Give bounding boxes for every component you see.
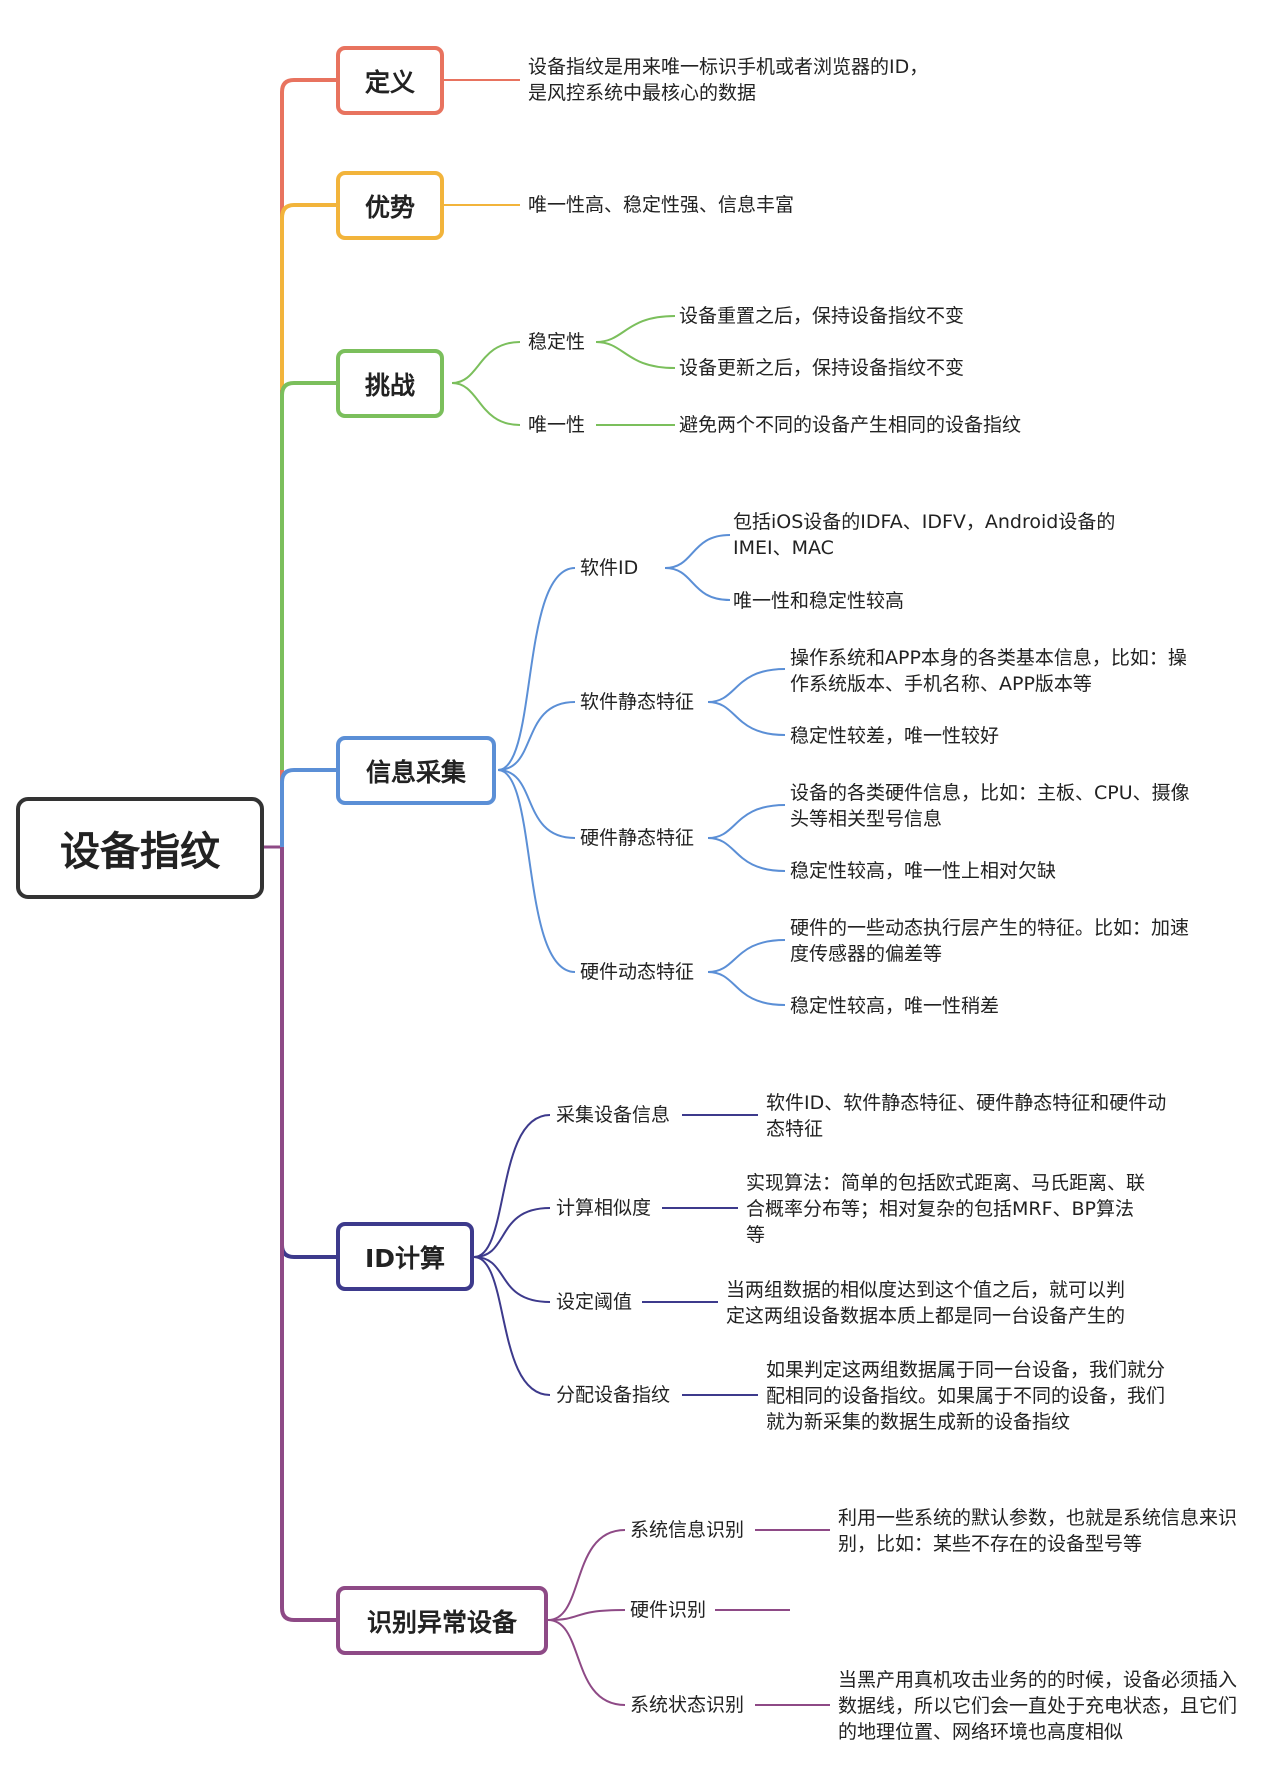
calc-similarity-label: 计算相似度 (556, 1197, 652, 1219)
anomaly-hardware-label: 硬件识别 (630, 1599, 707, 1621)
definition-text-line2: 是风控系统中最核心的数据 (528, 82, 757, 104)
link-calc-assign (473, 1256, 551, 1396)
link-softid-detail (664, 534, 731, 569)
softstatic-detail-line2: 作系统版本、手机名称、APP版本等 (790, 673, 1092, 695)
threshold-detail-line1: 当两组数据的相似度达到这个值之后，就可以判 (726, 1279, 1126, 1301)
root-node[interactable]: 设备指纹 (16, 797, 264, 899)
hwstatic-detail-line2: 头等相关型号信息 (790, 808, 943, 830)
definition-text-line1: 设备指纹是用来唯一标识手机或者浏览器的ID， (528, 56, 929, 78)
link-softstatic-note (707, 701, 786, 736)
branch-anomaly-label: 识别异常设备 (366, 1607, 517, 1637)
branch-collection-label: 信息采集 (365, 757, 466, 787)
spine-challenge (280, 381, 338, 770)
sysstate-detail-line2: 数据线，所以它们会一直处于充电状态，且它们 (838, 1695, 1238, 1717)
collect-detail-line1: 软件ID、软件静态特征、硬件静态特征和硬件动 (766, 1092, 1167, 1114)
link-collection-hwdynamic (497, 769, 576, 973)
spine-calculation (280, 847, 338, 1259)
link-challenge-uniqueness (451, 382, 521, 426)
branch-challenge-label: 挑战 (364, 370, 415, 400)
link-hwstatic-detail (707, 804, 786, 839)
branch-advantage-label: 优势 (364, 192, 415, 222)
challenge-stability-label: 稳定性 (528, 331, 586, 353)
uniqueness-item-1: 避免两个不同的设备产生相同的设备指纹 (679, 414, 1022, 436)
collection-softid-label: 软件ID (580, 557, 639, 579)
link-anomaly-sysstate (547, 1619, 626, 1706)
collection-hwstatic-label: 硬件静态特征 (580, 827, 695, 849)
link-softstatic-detail (707, 668, 786, 703)
link-hwdynamic-note (707, 971, 786, 1006)
hwdynamic-detail-line1: 硬件的一些动态执行层产生的特征。比如：加速 (790, 917, 1190, 939)
branch-calculation[interactable]: ID计算 (336, 1222, 474, 1291)
link-softid-note (664, 567, 731, 601)
assign-detail-line3: 就为新采集的数据生成新的设备指纹 (766, 1411, 1071, 1433)
link-hwdynamic-detail (707, 939, 786, 973)
sysinfo-detail-line2: 别，比如：某些不存在的设备型号等 (838, 1533, 1143, 1555)
softstatic-note: 稳定性较差，唯一性较好 (790, 725, 1000, 747)
collection-hwdynamic-label: 硬件动态特征 (580, 961, 695, 983)
hwstatic-detail-line1: 设备的各类硬件信息，比如：主板、CPU、摄像 (790, 782, 1190, 804)
assign-detail-line2: 配相同的设备指纹。如果属于不同的设备，我们 (766, 1385, 1166, 1407)
advantage-text: 唯一性高、稳定性强、信息丰富 (528, 194, 795, 216)
similarity-detail-line3: 等 (746, 1224, 766, 1246)
hwstatic-note: 稳定性较高，唯一性上相对欠缺 (790, 860, 1057, 882)
link-challenge-stability (451, 341, 521, 384)
anomaly-sysinfo-label: 系统信息识别 (630, 1519, 745, 1541)
spine-advantage (280, 203, 338, 390)
hwdynamic-note: 稳定性较高，唯一性稍差 (790, 995, 1000, 1017)
similarity-detail-line2: 合概率分布等；相对复杂的包括MRF、BP算法 (746, 1198, 1135, 1220)
hwdynamic-detail-line2: 度传感器的偏差等 (790, 943, 943, 965)
challenge-uniqueness-label: 唯一性 (528, 414, 586, 436)
sysstate-detail-line1: 当黑产用真机攻击业务的的时候，设备必须插入 (838, 1669, 1238, 1691)
branch-calculation-label: ID计算 (364, 1243, 446, 1273)
stability-item-2: 设备更新之后，保持设备指纹不变 (679, 357, 965, 379)
sysstate-detail-line3: 的地理位置、网络环境也高度相似 (838, 1721, 1124, 1743)
link-anomaly-hardware (547, 1609, 626, 1621)
stability-item-1: 设备重置之后，保持设备指纹不变 (679, 305, 965, 327)
softid-detail-line1: 包括iOS设备的IDFA、IDFV，Android设备的 (733, 511, 1116, 533)
branch-definition[interactable]: 定义 (336, 46, 444, 115)
collection-softstatic-label: 软件静态特征 (580, 691, 695, 713)
similarity-detail-line1: 实现算法：简单的包括欧式距离、马氏距离、联 (746, 1172, 1146, 1194)
link-stability-item1 (595, 315, 676, 343)
link-calc-collect (473, 1114, 551, 1258)
spine-anomaly (280, 847, 338, 1622)
link-collection-softstatic (497, 701, 576, 771)
root-label: 设备指纹 (60, 829, 220, 875)
threshold-detail-line2: 定这两组设备数据本质上都是同一台设备产生的 (726, 1305, 1126, 1327)
link-calc-similarity (473, 1207, 551, 1258)
link-collection-softid (497, 567, 576, 771)
link-stability-item2 (595, 341, 676, 369)
softstatic-detail-line1: 操作系统和APP本身的各类基本信息，比如：操 (790, 647, 1187, 669)
calc-threshold-label: 设定阈值 (556, 1291, 633, 1313)
link-collection-hwstatic (497, 769, 576, 839)
link-anomaly-sysinfo (547, 1529, 626, 1621)
calc-assign-label: 分配设备指纹 (556, 1384, 671, 1406)
sysinfo-detail-line1: 利用一些系统的默认参数，也就是系统信息来识 (838, 1507, 1238, 1529)
branch-collection[interactable]: 信息采集 (336, 736, 496, 805)
assign-detail-line1: 如果判定这两组数据属于同一台设备，我们就分 (766, 1359, 1166, 1381)
spine-definition (280, 78, 338, 847)
link-calc-threshold (473, 1256, 551, 1303)
spine-collection (280, 768, 338, 847)
softid-detail-line2: IMEI、MAC (733, 537, 834, 559)
branch-advantage[interactable]: 优势 (336, 171, 444, 240)
softid-note: 唯一性和稳定性较高 (733, 590, 905, 612)
anomaly-sysstate-label: 系统状态识别 (630, 1694, 745, 1716)
collect-detail-line2: 态特征 (766, 1118, 824, 1140)
branch-definition-label: 定义 (364, 67, 415, 97)
branch-anomaly[interactable]: 识别异常设备 (336, 1586, 548, 1655)
branch-challenge[interactable]: 挑战 (336, 349, 444, 418)
calc-collect-label: 采集设备信息 (556, 1104, 671, 1126)
link-hwstatic-note (707, 837, 786, 872)
